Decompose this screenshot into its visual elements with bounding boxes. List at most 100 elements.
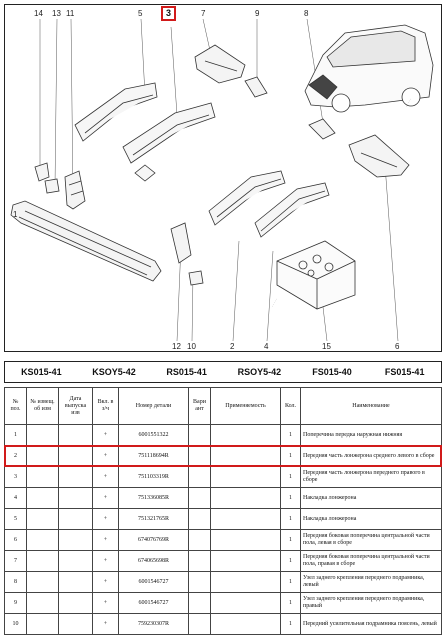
row-notice bbox=[26, 487, 59, 509]
callout-8[interactable]: 8 bbox=[304, 9, 309, 18]
crossmember-6-part bbox=[348, 134, 410, 178]
model-code: RSOY5-42 bbox=[237, 367, 282, 377]
row-incl: + bbox=[92, 592, 119, 614]
row-qty: 1 bbox=[280, 571, 301, 593]
row-date bbox=[58, 550, 93, 572]
row-pos: 2 bbox=[4, 445, 27, 467]
small-bracket-parts bbox=[34, 162, 60, 194]
col-header-notice: № извещ. об изм bbox=[26, 387, 59, 425]
longeron-4-part bbox=[254, 182, 330, 238]
row-qty: 1 bbox=[280, 424, 301, 446]
row-applicability bbox=[210, 592, 281, 614]
row-date bbox=[58, 466, 93, 488]
row-applicability bbox=[210, 571, 281, 593]
row-part-number: 751321765R bbox=[118, 508, 189, 530]
col-header-variant: Вари ант bbox=[188, 387, 211, 425]
row-notice bbox=[26, 466, 59, 488]
callout-7[interactable]: 7 bbox=[201, 9, 206, 18]
row-applicability bbox=[210, 550, 281, 572]
row-part-number: 751103319R bbox=[118, 466, 189, 488]
row-date bbox=[58, 508, 93, 530]
bracket-9-part bbox=[244, 76, 268, 98]
callout-12[interactable]: 12 bbox=[172, 342, 181, 351]
row-variant bbox=[188, 424, 211, 446]
row-incl: + bbox=[92, 508, 119, 530]
row-variant bbox=[188, 466, 211, 488]
row-notice bbox=[26, 613, 59, 635]
row-notice bbox=[26, 592, 59, 614]
row-variant bbox=[188, 571, 211, 593]
mount-8-part bbox=[308, 118, 336, 140]
row-name: Поперечина передка наружная нижняя bbox=[300, 424, 442, 446]
row-date bbox=[58, 445, 93, 467]
row-notice bbox=[26, 550, 59, 572]
table-header-row: № поз. № извещ. об изм Дата выпуска изв … bbox=[4, 387, 442, 425]
row-part-number: 674065698R bbox=[118, 550, 189, 572]
row-incl: + bbox=[92, 466, 119, 488]
row-qty: 1 bbox=[280, 508, 301, 530]
row-qty: 1 bbox=[280, 550, 301, 572]
callout-1[interactable]: 1 bbox=[13, 210, 18, 219]
row-part-number: 751118694R bbox=[118, 445, 189, 467]
vehicle-silhouette bbox=[304, 24, 434, 113]
row-name: Передняя боковая поперечина центральной … bbox=[300, 550, 442, 572]
row-incl: + bbox=[92, 571, 119, 593]
row-incl: + bbox=[92, 445, 119, 467]
row-notice bbox=[26, 529, 59, 551]
row-pos: 10 bbox=[4, 613, 27, 635]
row-applicability bbox=[210, 613, 281, 635]
callout-5[interactable]: 5 bbox=[138, 9, 143, 18]
row-incl: + bbox=[92, 424, 119, 446]
bracket-11-part bbox=[64, 170, 86, 210]
callout-14[interactable]: 14 bbox=[34, 9, 43, 18]
callout-3-selected[interactable]: 3 bbox=[161, 6, 177, 21]
row-name: Передний усилительная подрамника поясень… bbox=[300, 613, 442, 635]
col-header-part: Номер детали bbox=[118, 387, 189, 425]
model-code: KSOY5-42 bbox=[92, 367, 136, 377]
row-incl: + bbox=[92, 613, 119, 635]
row-applicability bbox=[210, 445, 281, 467]
row-pos: 8 bbox=[4, 571, 27, 593]
row-notice bbox=[26, 508, 59, 530]
col-header-date: Дата выпуска изв bbox=[58, 387, 93, 425]
callout-9[interactable]: 9 bbox=[255, 9, 260, 18]
row-name: Передняя часть лонжерона переднего право… bbox=[300, 466, 442, 488]
row-variant bbox=[188, 550, 211, 572]
row-qty: 1 bbox=[280, 613, 301, 635]
callout-15[interactable]: 15 bbox=[322, 342, 331, 351]
bracket-10-part bbox=[188, 270, 204, 286]
callout-13[interactable]: 13 bbox=[52, 9, 61, 18]
row-name: Узел заднего крепления переднего подрамн… bbox=[300, 571, 442, 593]
row-applicability bbox=[210, 424, 281, 446]
model-code: FS015-40 bbox=[312, 367, 352, 377]
callout-6[interactable]: 6 bbox=[395, 342, 400, 351]
longeron-3-part bbox=[122, 102, 216, 182]
row-applicability bbox=[210, 508, 281, 530]
row-variant bbox=[188, 508, 211, 530]
row-incl: + bbox=[92, 487, 119, 509]
row-notice bbox=[26, 445, 59, 467]
callout-10[interactable]: 10 bbox=[187, 342, 196, 351]
row-part-number: 6001546727 bbox=[118, 571, 189, 593]
row-date bbox=[58, 529, 93, 551]
row-applicability bbox=[210, 466, 281, 488]
callout-11[interactable]: 11 bbox=[66, 9, 75, 18]
row-qty: 1 bbox=[280, 466, 301, 488]
row-incl: + bbox=[92, 550, 119, 572]
row-incl: + bbox=[92, 529, 119, 551]
col-header-incl: Вкл. в з/ч bbox=[92, 387, 119, 425]
row-part-number: 759230307R bbox=[118, 613, 189, 635]
model-codes-bar: KS015-41 KSOY5-42 RS015-41 RSOY5-42 FS01… bbox=[4, 361, 442, 383]
callout-2[interactable]: 2 bbox=[230, 342, 235, 351]
callout-4[interactable]: 4 bbox=[264, 342, 269, 351]
